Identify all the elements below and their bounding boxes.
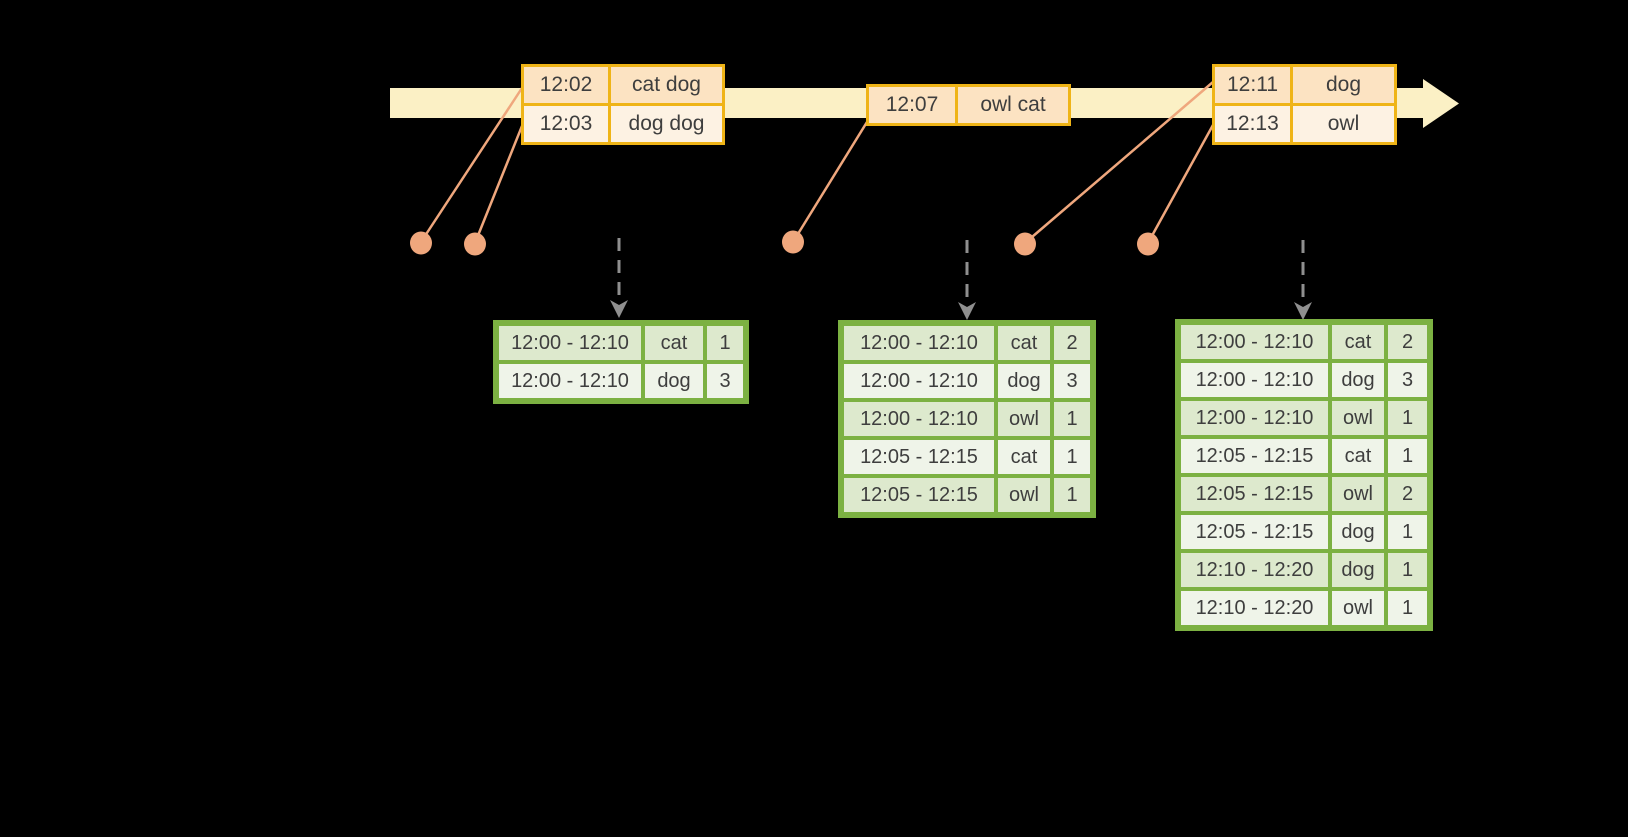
connector-line — [419, 87, 524, 243]
result-table-cell: 1 — [1388, 439, 1427, 473]
connector-line — [473, 125, 524, 244]
event-table-cell: 12:03 — [524, 106, 608, 142]
event-table-cell: dog — [1293, 67, 1394, 103]
result-table-cell: 1 — [1388, 515, 1427, 549]
event-dot — [1014, 232, 1036, 256]
result-table-cell: cat — [1332, 439, 1384, 473]
event-table-cell: cat dog — [611, 67, 722, 103]
result-table-cell: 3 — [1054, 364, 1090, 398]
trigger-arrowhead-icon — [610, 300, 628, 318]
result-table-cell: 1 — [1388, 553, 1427, 587]
result-table-cell: 3 — [1388, 363, 1427, 397]
result-table-cell: 12:10 - 12:20 — [1181, 591, 1328, 625]
result-table-cell: 2 — [1054, 326, 1090, 360]
result-table-cell: 12:00 - 12:10 — [844, 364, 994, 398]
result-table-cell: 1 — [1054, 440, 1090, 474]
result-table-cell: 12:00 - 12:10 — [1181, 363, 1328, 397]
connector-line — [1024, 81, 1214, 244]
result-table-cell: 12:05 - 12:15 — [1181, 477, 1328, 511]
trigger-arrowhead-icon — [958, 302, 976, 320]
result-table-cell: 2 — [1388, 325, 1427, 359]
result-table-cell: owl — [1332, 591, 1384, 625]
result-table-cell: dog — [645, 364, 703, 398]
event-dot — [410, 231, 432, 255]
result-table-cell: 12:00 - 12:10 — [844, 402, 994, 436]
event-table-cell: 12:02 — [524, 67, 608, 103]
event-dots — [410, 230, 1159, 256]
result-table-cell: dog — [1332, 363, 1384, 397]
result-table-cell: cat — [998, 326, 1050, 360]
result-table-cell: 2 — [1388, 477, 1427, 511]
result-table-cell: 12:10 - 12:20 — [1181, 553, 1328, 587]
event-table-cell: dog dog — [611, 106, 722, 142]
result-table-cell: 12:00 - 12:10 — [1181, 325, 1328, 359]
event-dot — [464, 232, 486, 256]
result-table-cell: cat — [645, 326, 703, 360]
trigger-arrows — [610, 238, 1312, 320]
result-table-cell: cat — [998, 440, 1050, 474]
result-table-cell: 12:00 - 12:10 — [1181, 401, 1328, 435]
result-table-cell: 1 — [1388, 591, 1427, 625]
result-table-cell: dog — [1332, 515, 1384, 549]
result-table-cell: owl — [998, 402, 1050, 436]
trigger-arrowhead-icon — [1294, 302, 1312, 320]
result-table-cell: 3 — [707, 364, 743, 398]
result-table-cell: dog — [1332, 553, 1384, 587]
event-table-cell: 12:07 — [869, 87, 955, 123]
result-table-cell: 1 — [1054, 478, 1090, 512]
connector-lines — [419, 81, 1215, 244]
result-table-cell: 1 — [1388, 401, 1427, 435]
event-dot — [782, 230, 804, 254]
result-table-cell: 12:00 - 12:10 — [499, 364, 641, 398]
result-table-cell: owl — [1332, 477, 1384, 511]
result-table-cell: 1 — [707, 326, 743, 360]
result-table-cell: cat — [1332, 325, 1384, 359]
result-table-cell: 12:00 - 12:10 — [844, 326, 994, 360]
connector-line — [791, 121, 869, 243]
result-table-cell: owl — [998, 478, 1050, 512]
event-table-cell: owl — [1293, 106, 1394, 142]
result-table-cell: dog — [998, 364, 1050, 398]
event-table-cell: owl cat — [958, 87, 1068, 123]
result-table-cell: owl — [1332, 401, 1384, 435]
result-table-cell: 12:05 - 12:15 — [1181, 439, 1328, 473]
event-table-cell: 12:13 — [1215, 106, 1290, 142]
result-table-cell: 12:00 - 12:10 — [499, 326, 641, 360]
connector-line — [1146, 124, 1215, 244]
event-table-cell: 12:11 — [1215, 67, 1290, 103]
event-dot — [1137, 232, 1159, 256]
result-table-cell: 12:05 - 12:15 — [844, 478, 994, 512]
result-table-cell: 1 — [1054, 402, 1090, 436]
result-table-cell: 12:05 - 12:15 — [844, 440, 994, 474]
result-table-cell: 12:05 - 12:15 — [1181, 515, 1328, 549]
